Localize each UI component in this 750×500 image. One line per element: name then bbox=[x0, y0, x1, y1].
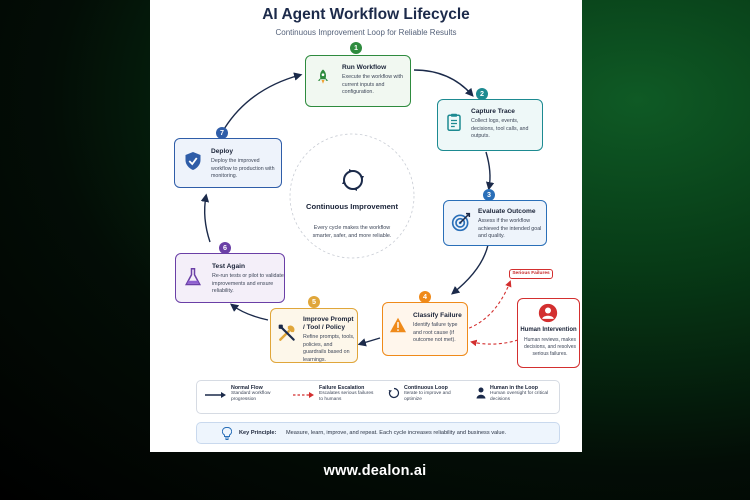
center-circle bbox=[289, 133, 415, 259]
normal-flow-swatch bbox=[205, 392, 226, 398]
stage-3-name: Evaluate Outcome bbox=[478, 208, 536, 215]
stage-6-number: 6 bbox=[219, 242, 231, 254]
arrow-1-to-2 bbox=[413, 69, 474, 97]
stage-7-description: Deploy the improved workflow to producti… bbox=[211, 158, 275, 180]
stage-2-number: 2 bbox=[476, 88, 488, 100]
stage-4-number: 4 bbox=[419, 291, 431, 303]
key-principle-label: Key Principle: bbox=[239, 429, 277, 436]
cycle-icon bbox=[342, 169, 364, 191]
legend-item-failure-escalation: Failure Escalation Escalates serious fai… bbox=[319, 385, 374, 403]
legend-item-human-in-loop: Human in the Loop Human oversight for cr… bbox=[490, 385, 549, 403]
arrow-7-to-1 bbox=[219, 72, 303, 137]
flow-arrows bbox=[200, 69, 519, 347]
human-intervention-name: Human Intervention bbox=[520, 327, 577, 333]
legend-item-normal-flow: Normal Flow Standard workflow progressio… bbox=[231, 385, 271, 403]
human-in-loop-icon bbox=[476, 387, 486, 399]
arrow-5-to-6 bbox=[230, 303, 269, 321]
stage-7-name: Deploy bbox=[211, 148, 233, 155]
person-icon bbox=[538, 303, 558, 323]
clipboard-icon bbox=[447, 113, 461, 131]
serious-failures-label: Serious Failures bbox=[509, 269, 553, 279]
stage-3-number: 3 bbox=[483, 189, 495, 201]
stage-test-again[interactable]: Test Again Re-run tests or pilot to vali… bbox=[175, 253, 285, 303]
target-icon bbox=[451, 212, 471, 232]
stage-1-name: Run Workflow bbox=[342, 64, 387, 71]
legend: Normal Flow Standard workflow progressio… bbox=[196, 380, 560, 414]
stage-deploy[interactable]: Deploy Deploy the improved workflow to p… bbox=[174, 138, 282, 188]
continuous-loop-icon bbox=[388, 387, 400, 399]
stage-4-name: Classify Failure bbox=[413, 312, 462, 319]
arrow-return bbox=[470, 339, 519, 347]
stage-6-name: Test Again bbox=[212, 263, 245, 270]
stage-5-description: Refine prompts, tools, policies, and gua… bbox=[303, 334, 355, 363]
stage-5-number: 5 bbox=[308, 296, 320, 308]
failure-escalation-swatch bbox=[293, 392, 314, 398]
center-title: Continuous Improvement bbox=[306, 202, 398, 211]
stage-5-name: Improve Prompt / Tool / Policy bbox=[303, 316, 354, 331]
stage-4-description: Identify failure type and root cause (if… bbox=[413, 322, 458, 344]
stage-2-description: Collect logs, events, decisions, tool ca… bbox=[471, 118, 529, 140]
lifecycle-card: AI Agent Workflow Lifecycle Continuous I… bbox=[150, 0, 582, 452]
arrow-6-to-7 bbox=[200, 193, 211, 243]
stage-1-number: 1 bbox=[350, 42, 362, 54]
stage-6-description: Re-run tests or pilot to validate improv… bbox=[212, 273, 284, 295]
footer-url[interactable]: www.dealon.ai bbox=[323, 463, 427, 479]
rocket-icon bbox=[317, 69, 329, 84]
arrow-3-to-4 bbox=[451, 244, 489, 295]
stage-classify-failure[interactable]: Classify Failure Identify failure type a… bbox=[382, 302, 468, 356]
arrow-escalation bbox=[463, 280, 512, 331]
stage-7-number: 7 bbox=[216, 127, 228, 139]
stage-evaluate-outcome[interactable]: Evaluate Outcome Assess if the workflow … bbox=[443, 200, 547, 246]
legend-item-continuous-loop: Continuous Loop Iterate to improve and o… bbox=[404, 385, 451, 403]
human-intervention-box[interactable]: Human Intervention Human reviews, makes … bbox=[517, 298, 580, 368]
key-principle: Key Principle: Measure, learn, improve, … bbox=[196, 422, 560, 444]
human-intervention-description: Human reviews, makes decisions, and reso… bbox=[524, 337, 576, 357]
center-description: Every cycle makes the workflow smarter, … bbox=[312, 225, 392, 239]
key-principle-text: Measure, learn, improve, and repeat. Eac… bbox=[286, 429, 507, 436]
stage-2-name: Capture Trace bbox=[471, 108, 515, 115]
flask-icon bbox=[184, 268, 202, 286]
stage-run-workflow[interactable]: Run Workflow Execute the workflow with c… bbox=[305, 55, 411, 107]
arrow-2-to-3 bbox=[485, 151, 495, 191]
lightbulb-icon bbox=[222, 427, 232, 440]
shield-check-icon bbox=[185, 152, 201, 170]
arrow-4-to-5 bbox=[357, 337, 381, 347]
page-subtitle: Continuous Improvement Loop for Reliable… bbox=[275, 28, 457, 37]
warning-icon bbox=[390, 317, 406, 333]
stage-capture-trace[interactable]: Capture Trace Collect logs, events, deci… bbox=[437, 99, 543, 151]
stage-3-description: Assess if the workflow achieved the inte… bbox=[478, 218, 542, 240]
tools-icon bbox=[278, 324, 295, 341]
stage-improve[interactable]: Improve Prompt / Tool / Policy Refine pr… bbox=[270, 308, 358, 363]
page-title: AI Agent Workflow Lifecycle bbox=[262, 6, 470, 23]
stage-1-description: Execute the workflow with current inputs… bbox=[342, 74, 403, 96]
